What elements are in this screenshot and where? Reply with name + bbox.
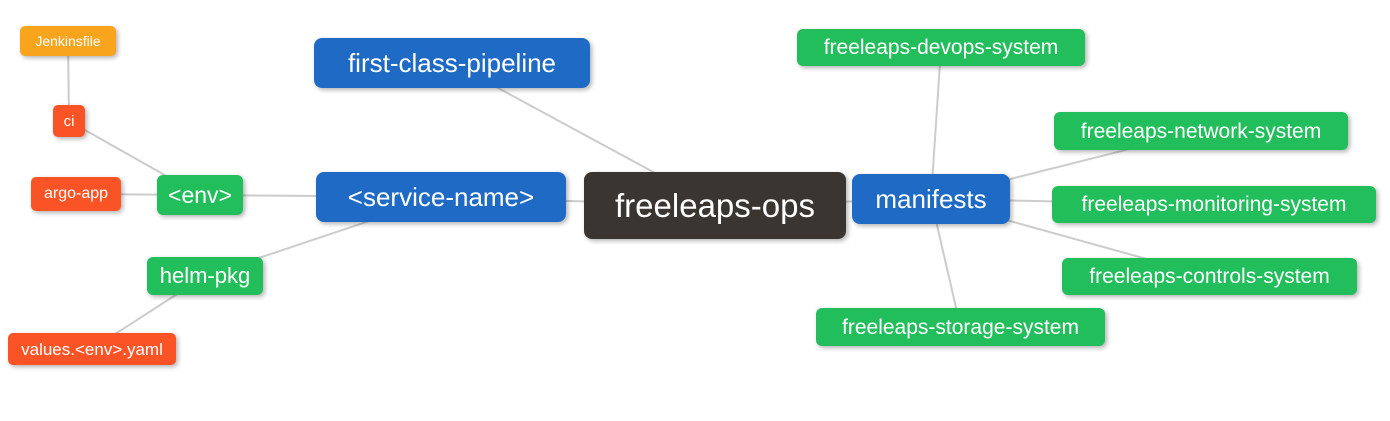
node-helm-pkg[interactable]: helm-pkg bbox=[147, 257, 263, 295]
node-env[interactable]: <env> bbox=[157, 175, 243, 215]
node-freeleaps-monitoring-system[interactable]: freeleaps-monitoring-system bbox=[1052, 186, 1376, 223]
node-freeleaps-controls-system[interactable]: freeleaps-controls-system bbox=[1062, 258, 1357, 295]
node-ci[interactable]: ci bbox=[53, 105, 85, 137]
node-values-env-yaml[interactable]: values.<env>.yaml bbox=[8, 333, 176, 365]
node-freeleaps-network-system[interactable]: freeleaps-network-system bbox=[1054, 112, 1348, 150]
node-argo-app[interactable]: argo-app bbox=[31, 177, 121, 211]
node-manifests[interactable]: manifests bbox=[852, 174, 1010, 224]
node-jenkinsfile[interactable]: Jenkinsfile bbox=[20, 26, 116, 56]
node-freeleaps-devops-system[interactable]: freeleaps-devops-system bbox=[797, 29, 1085, 66]
node-freeleaps-ops[interactable]: freeleaps-ops bbox=[584, 172, 846, 239]
node-freeleaps-storage-system[interactable]: freeleaps-storage-system bbox=[816, 308, 1105, 346]
edge-manifests-freeleaps-devops-system bbox=[930, 47, 942, 200]
node-first-class-pipeline[interactable]: first-class-pipeline bbox=[314, 38, 590, 88]
node-service-name[interactable]: <service-name> bbox=[316, 172, 566, 222]
